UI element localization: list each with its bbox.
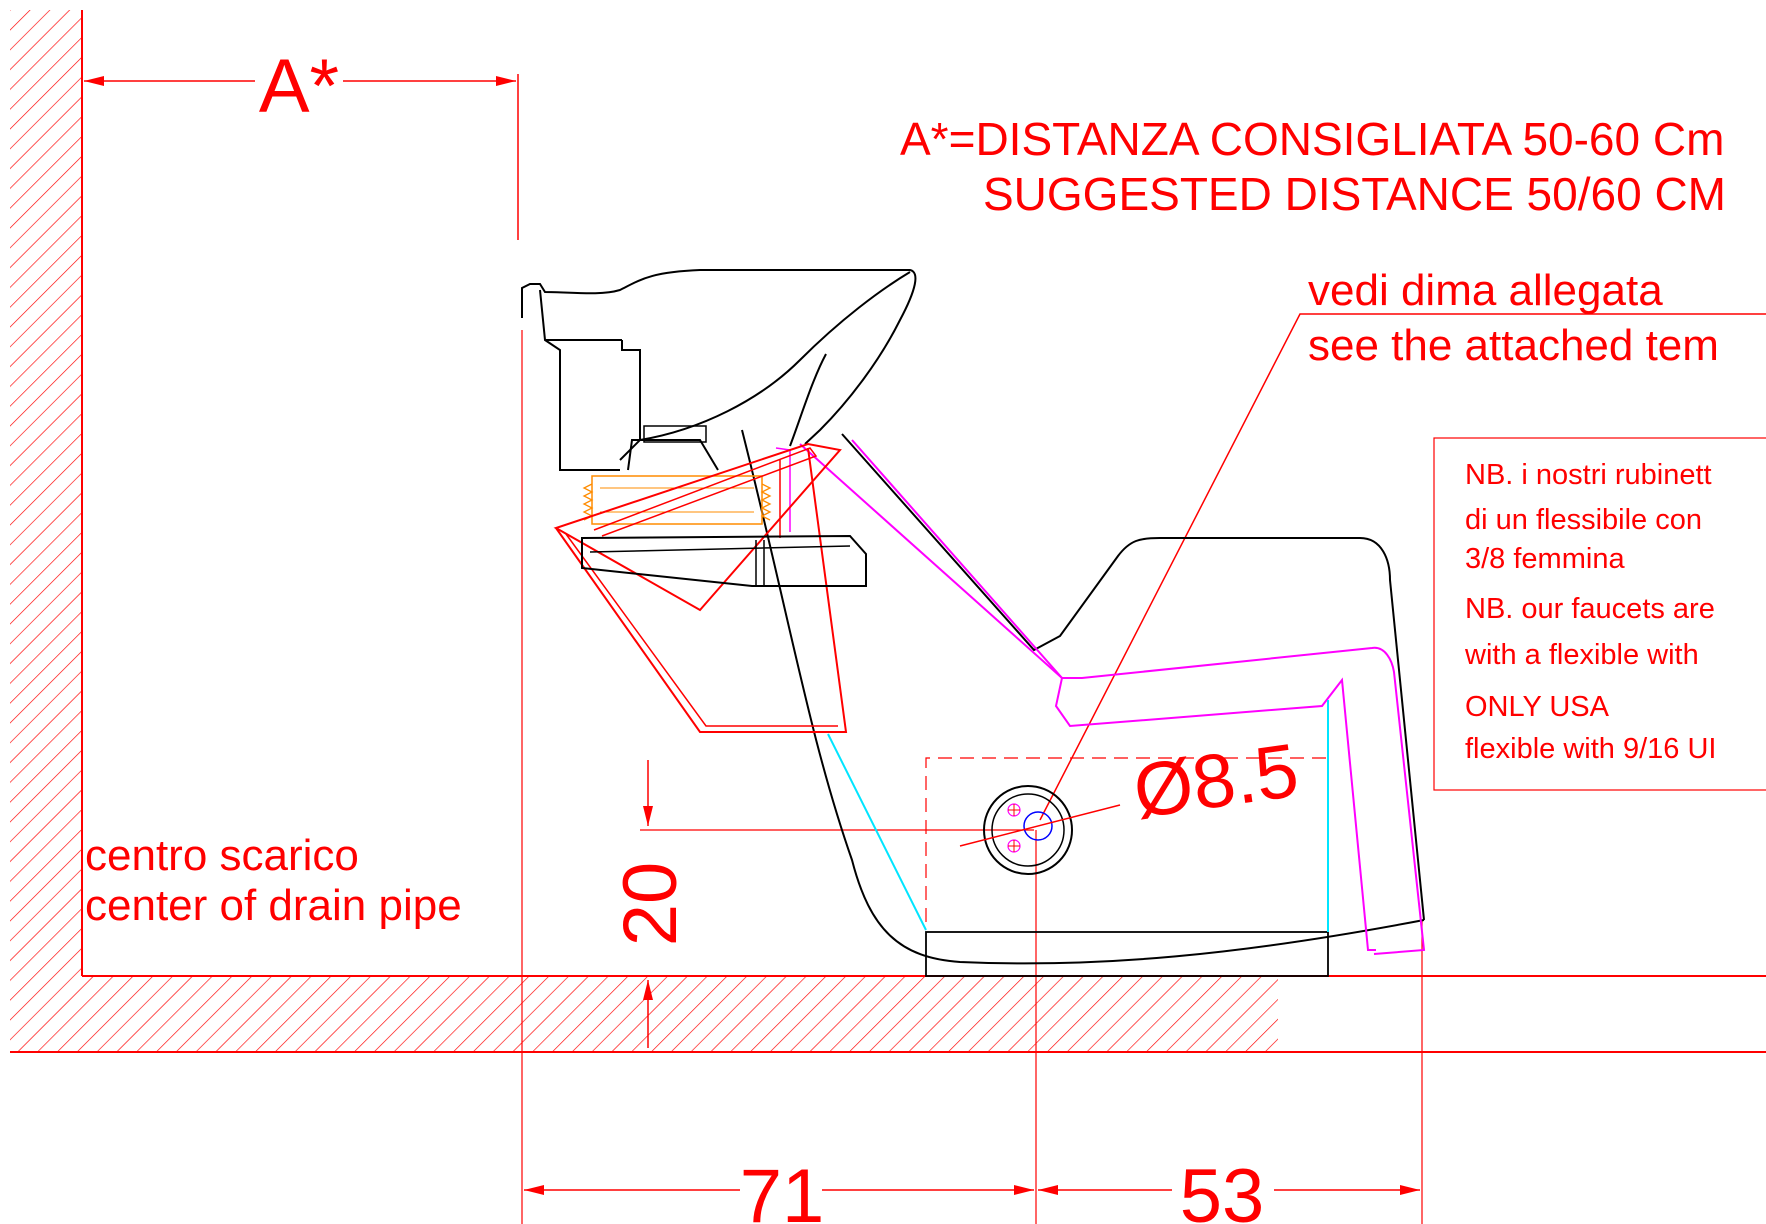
- dimension-a-star: A*: [84, 44, 519, 240]
- bracket-plate: [581, 534, 867, 587]
- basin: [521, 269, 917, 471]
- floor-hatch: [10, 975, 1766, 1053]
- drain-note-en: center of drain pipe: [85, 881, 462, 930]
- hole-diameter-label: Ø8.5: [1129, 728, 1304, 835]
- dimension-horizontal-left-label: 71: [740, 1154, 825, 1224]
- tray-frame: [553, 442, 848, 733]
- nb-line-3: 3/8 femmina: [1465, 543, 1625, 575]
- drain-note-it: centro scarico: [85, 831, 359, 880]
- seat-outline: [775, 439, 1426, 955]
- distance-note-en: SUGGESTED DISTANCE 50/60 CM: [983, 168, 1726, 220]
- chair-body: [741, 429, 1425, 965]
- nb-line-5: with a flexible with: [1464, 639, 1699, 671]
- wall-hatch: [10, 10, 83, 1052]
- nb-line-1: NB. i nostri rubinett: [1465, 459, 1712, 491]
- nb-line-4: NB. our faucets are: [1465, 593, 1715, 625]
- dimension-drain-height: 20: [608, 760, 1034, 1048]
- template-note-en: see the attached tem: [1308, 321, 1719, 370]
- nb-line-6: ONLY USA: [1465, 691, 1610, 723]
- template-leader: [1039, 313, 1766, 821]
- drain-hole: Ø8.5: [959, 728, 1304, 875]
- dimension-a-star-label: A*: [259, 44, 339, 129]
- dimension-drain-height-label: 20: [608, 862, 693, 947]
- template-note-it: vedi dima allegata: [1308, 266, 1663, 315]
- nb-line-7: flexible with 9/16 UI: [1465, 733, 1716, 765]
- distance-note-it: A*=DISTANZA CONSIGLIATA 50-60 Cm: [900, 113, 1724, 165]
- nb-note-box: NB. i nostri rubinett di un flessibile c…: [1433, 437, 1766, 791]
- support-lines: [827, 700, 1329, 932]
- dimension-horizontal-right-label: 53: [1180, 1154, 1265, 1224]
- dimension-horizontal: 71 53: [521, 330, 1423, 1224]
- nb-line-2: di un flessibile con: [1465, 504, 1702, 536]
